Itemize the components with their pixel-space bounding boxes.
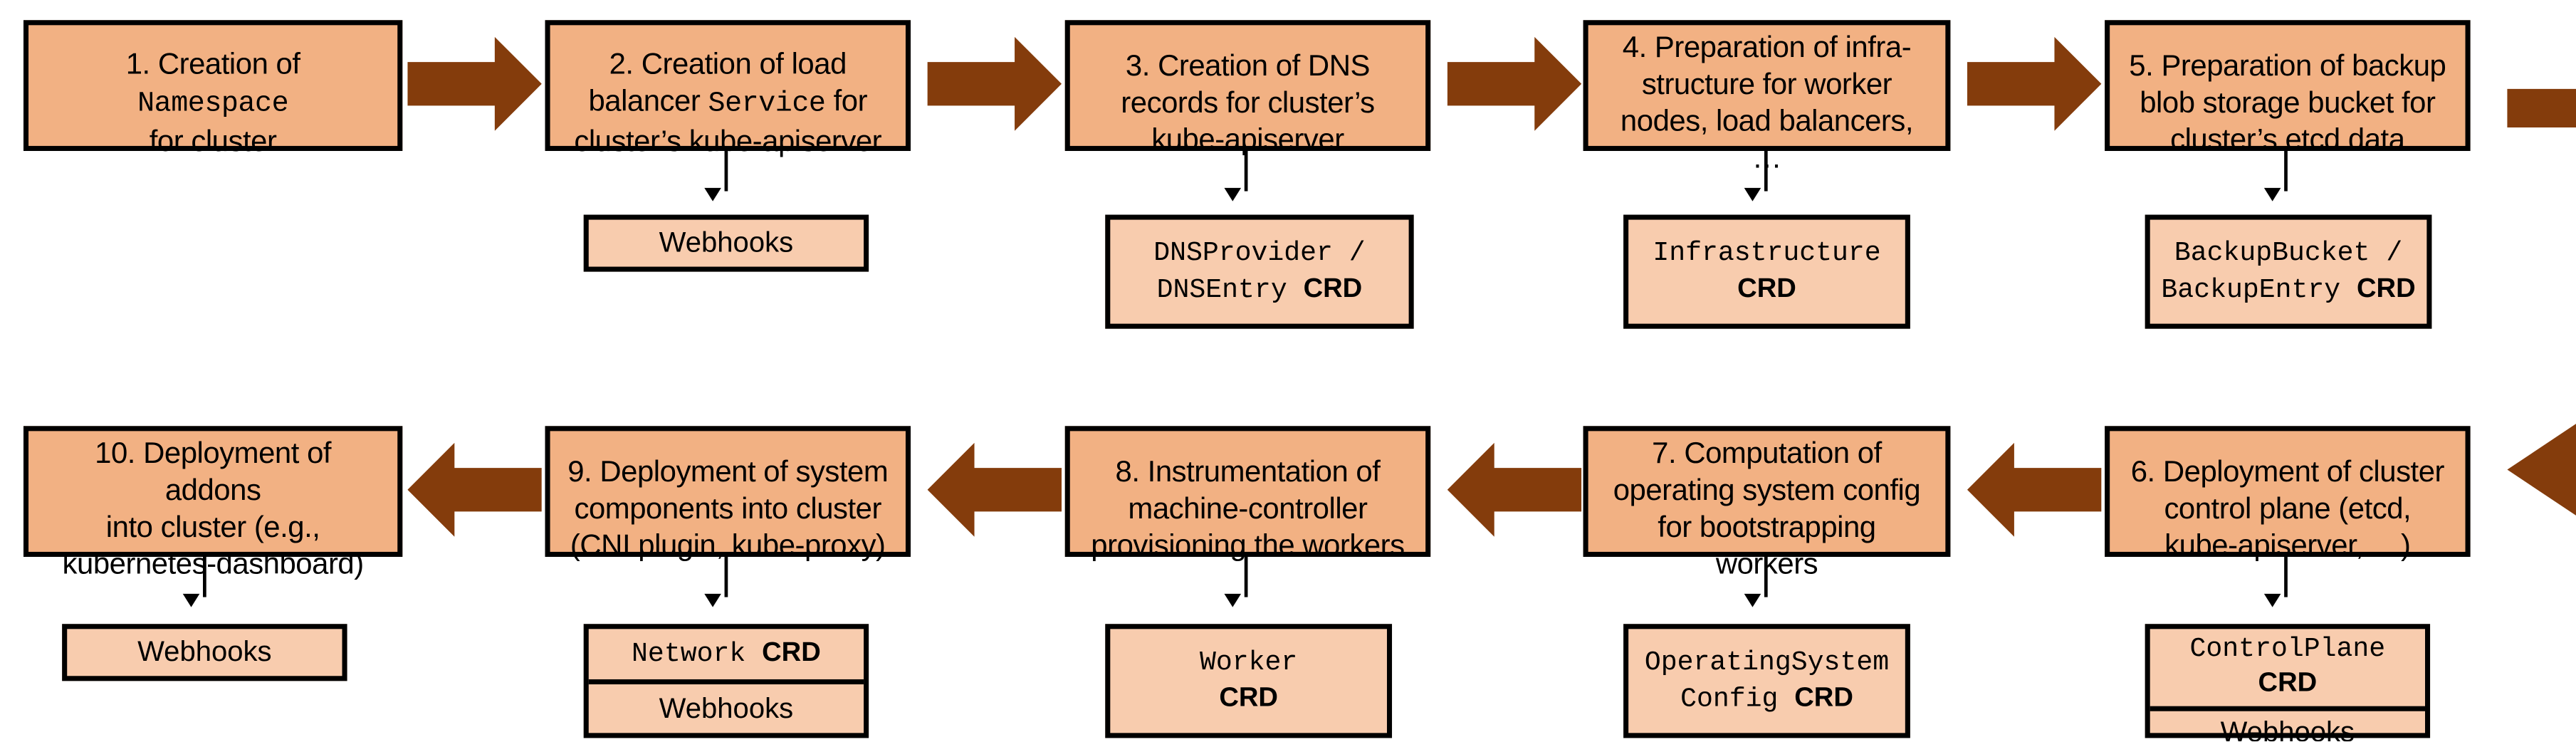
- flow-arrow-3-to-4: [1447, 36, 1582, 131]
- resource-label: Webhooks: [659, 691, 794, 724]
- connector-arrowhead: [2263, 593, 2281, 607]
- flow-arrow-1-to-2: [407, 36, 542, 131]
- resource-box-backupbucket[interactable]: BackupBucket /BackupEntry CRD: [2145, 214, 2432, 329]
- connector-step10-to-webhooks: [203, 557, 206, 597]
- resource-box-network[interactable]: Network CRD Webhooks: [583, 624, 869, 738]
- step-4-label: 4. Preparation of infra-structure for wo…: [1620, 31, 1914, 173]
- resource-cell: Webhooks: [589, 220, 864, 267]
- flow-arrow-6-to-7: [1967, 442, 2102, 537]
- resource-label: BackupBucket /BackupEntry CRD: [2161, 239, 2416, 305]
- connector-arrowhead: [2263, 187, 2281, 202]
- resource-box-webhooks-10[interactable]: Webhooks: [62, 624, 347, 681]
- resource-box-webhooks-2[interactable]: Webhooks: [583, 214, 869, 272]
- resource-label: ControlPlane CRD: [2189, 634, 2386, 699]
- resource-box-controlplane[interactable]: ControlPlane CRD Webhooks: [2145, 624, 2431, 742]
- connector-arrowhead: [1224, 187, 1242, 202]
- resource-box-dnsprovider[interactable]: DNSProvider /DNSEntry CRD: [1105, 214, 1414, 329]
- connector-arrowhead: [704, 593, 721, 607]
- flow-arrow-8-to-9: [927, 442, 1062, 537]
- flow-arrow-2-to-3: [927, 36, 1062, 131]
- connector-step9-to-network: [724, 557, 728, 597]
- step-box-4[interactable]: 4. Preparation of infra-structure for wo…: [1583, 20, 1951, 174]
- flow-arrow-7-to-8: [1447, 442, 1582, 537]
- flow-arrow-9-to-10: [407, 442, 542, 537]
- resource-cell: BackupBucket /BackupEntry CRD: [2150, 220, 2427, 324]
- flow-arrow-5-to-6-wrap: [2486, 51, 2576, 521]
- resource-cell-webhooks: Webhooks: [2150, 705, 2426, 742]
- resource-label: DNSProvider /DNSEntry CRD: [1153, 239, 1366, 305]
- flow-arrow-4-to-5: [1967, 36, 2102, 131]
- resource-label: Webhooks: [2220, 715, 2355, 742]
- connector-arrowhead: [182, 593, 200, 607]
- connector-arrowhead: [1744, 187, 1761, 202]
- connector-step3-to-dnsprovider: [1244, 150, 1247, 192]
- resource-label: Network CRD: [632, 637, 821, 670]
- resource-cell: Webhooks: [67, 629, 342, 676]
- connector-arrowhead: [1224, 593, 1242, 607]
- resource-cell-webhooks: Webhooks: [588, 678, 864, 733]
- connector-step2-to-webhooks: [724, 150, 728, 192]
- connector-arrowhead: [704, 187, 721, 202]
- connector-step5-to-backupbucket: [2284, 150, 2288, 192]
- resource-cell: DNSProvider /DNSEntry CRD: [1110, 220, 1408, 324]
- connector-step4-to-infrastructure: [1764, 150, 1768, 192]
- connector-step7-to-operatingsystemconfig: [1764, 557, 1768, 597]
- connector-step6-to-controlplane: [2284, 557, 2288, 597]
- resource-label: Webhooks: [137, 636, 272, 669]
- connector-step8-to-worker: [1244, 557, 1247, 597]
- resource-cell-crd: Network CRD: [589, 629, 864, 678]
- resource-cell-crd: ControlPlane CRD: [2150, 629, 2425, 705]
- connector-arrowhead: [1744, 593, 1761, 607]
- resource-label: Webhooks: [659, 226, 794, 259]
